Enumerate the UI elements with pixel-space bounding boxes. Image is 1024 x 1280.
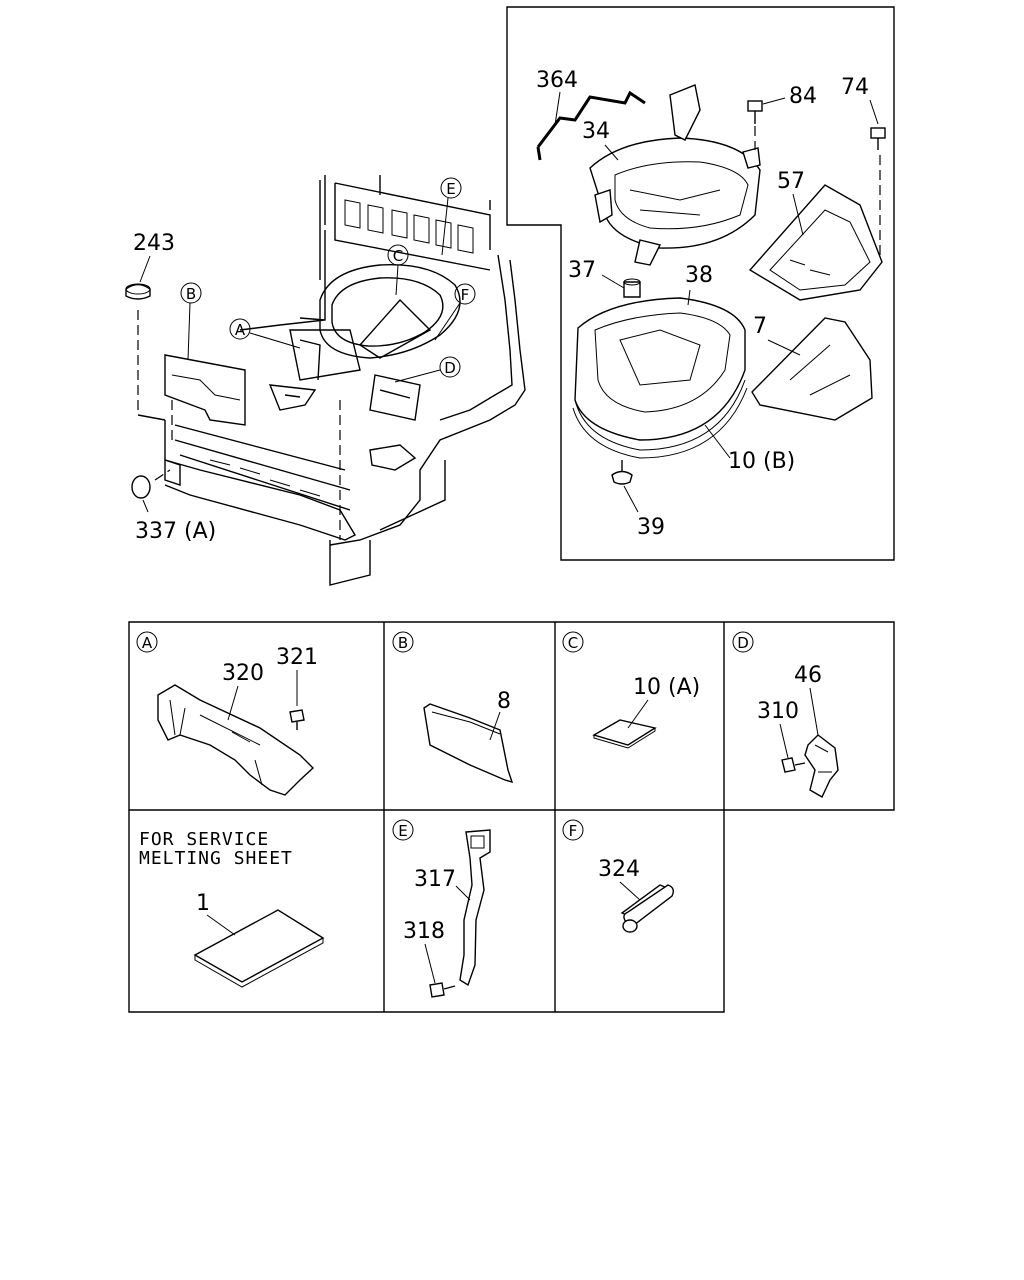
label-74: 74 [841,75,869,100]
callout-c: C [387,244,409,296]
label-10b: 10 (B) [728,449,795,474]
label-364: 364 [536,68,578,93]
label-243: 243 [133,231,175,256]
svg-text:C: C [393,247,403,265]
detail-f: F 324 [562,819,675,933]
detail-f-letter: F [569,822,578,840]
detail-b: B 8 [392,631,514,784]
callout-f: F [434,283,476,341]
label-34: 34 [582,119,610,144]
detail-b-label-8: 8 [497,689,511,714]
detail-grid [128,621,895,1013]
detail-d-letter: D [737,634,749,652]
service-note-line1: FOR SERVICE [139,829,269,850]
detail-a-label-320: 320 [222,661,264,686]
detail-e-letter: E [398,822,407,840]
label-337a: 337 (A) [135,519,216,544]
detail-e-label-317: 317 [414,867,456,892]
detail-c-label-10a: 10 (A) [633,675,700,700]
svg-text:A: A [235,321,246,339]
callout-b: B [180,282,202,361]
detail-a-letter: A [142,634,153,652]
detail-f-label-324: 324 [598,857,640,882]
label-37: 37 [568,258,596,283]
service-note-line2: MELTING SHEET [139,848,293,869]
detail-e: E 317 318 [392,819,491,998]
detail-a: A 320 321 [136,631,318,796]
svg-text:B: B [186,285,196,303]
detail-d-label-46: 46 [794,663,822,688]
service-label-1: 1 [196,891,210,916]
detail-d-label-310: 310 [757,699,799,724]
callout-e: E [440,177,462,256]
inset-parts-drawing [536,84,886,513]
detail-d: D 46 310 [732,631,839,798]
floor-assembly-drawing [125,175,526,586]
callout-d: D [394,356,461,383]
inset-frame [506,6,895,561]
detail-a-label-321: 321 [276,645,318,670]
detail-service-sheet: FOR SERVICE MELTING SHEET 1 [139,829,325,988]
detail-c: C 10 (A) [562,631,700,749]
detail-c-letter: C [568,634,578,652]
label-57: 57 [777,169,805,194]
label-38: 38 [685,263,713,288]
detail-b-letter: B [398,634,408,652]
detail-e-label-318: 318 [403,919,445,944]
svg-text:E: E [446,180,455,198]
label-84: 84 [789,84,817,109]
svg-text:D: D [444,359,456,377]
label-39: 39 [637,515,665,540]
svg-text:F: F [461,286,470,304]
callout-a: A [229,318,301,349]
label-7: 7 [753,314,767,339]
